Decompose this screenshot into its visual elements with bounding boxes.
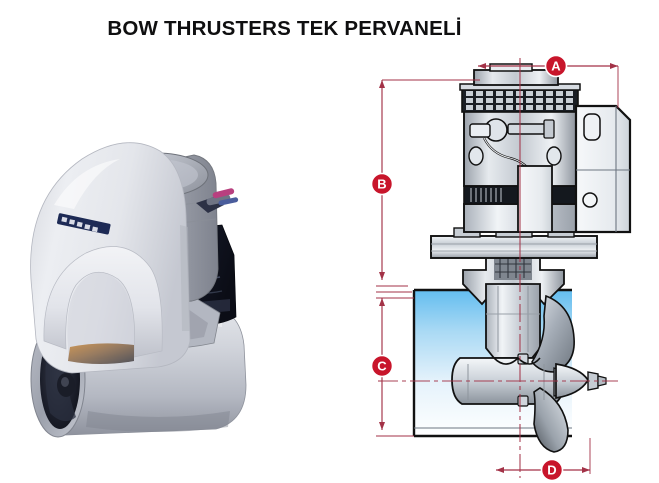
dimension-badge-B-label: B: [377, 177, 386, 192]
page-title: BOW THRUSTERS TEK PERVANELİ: [107, 17, 462, 40]
drawing-centerlines: [378, 58, 618, 478]
technical-drawing: A B C D: [368, 54, 658, 483]
photo-motor-cover: [30, 142, 191, 374]
dimension-badge-C-label: C: [377, 359, 387, 374]
dimension-badge-D-label: D: [547, 463, 556, 478]
dimension-badge-D: D: [540, 458, 564, 482]
dimension-lines: [376, 63, 619, 474]
dimension-badge-C: C: [370, 354, 394, 378]
technical-drawing-illustration: A B C D: [370, 54, 632, 482]
dimension-badge-A: A: [544, 54, 568, 78]
dimension-badge-B: B: [370, 172, 394, 196]
product-photo-illustration: [30, 142, 247, 438]
dimension-badge-A-label: A: [551, 59, 561, 74]
drawing-gear-leg: [462, 253, 565, 359]
product-photo: [8, 55, 288, 455]
cover-logo-badge: [56, 213, 111, 235]
drawing-side-electrical-box: [574, 104, 632, 234]
dimension-line-D: [496, 438, 591, 474]
